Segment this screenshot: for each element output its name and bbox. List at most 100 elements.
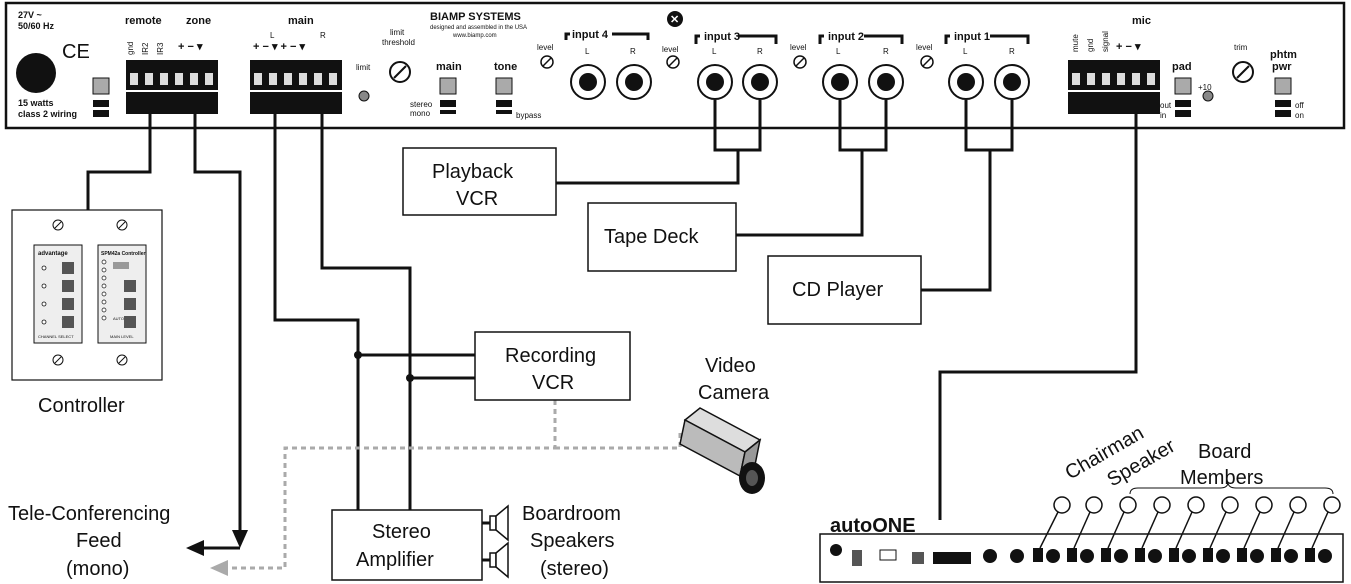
svg-text:trim: trim (1234, 43, 1248, 52)
svg-text:limit: limit (356, 63, 371, 72)
svg-text:+10: +10 (1198, 83, 1212, 92)
main-output-terminal[interactable] (250, 60, 342, 90)
switch[interactable] (93, 110, 109, 117)
svg-text:limit: limit (390, 28, 405, 37)
svg-text:on: on (1295, 111, 1304, 120)
video-camera-label: Video (705, 355, 756, 377)
pad-button[interactable] (1174, 77, 1192, 95)
main-label: main (288, 15, 314, 27)
svg-text:Feed: Feed (76, 530, 122, 552)
recording-vcr: Recording VCR (474, 331, 631, 401)
freq-label: 50/60 Hz (18, 21, 55, 31)
switch[interactable] (93, 100, 109, 107)
svg-text:level: level (662, 45, 679, 54)
svg-text:R: R (757, 47, 763, 56)
svg-text:in: in (1160, 111, 1166, 120)
brand-label: BIAMP SYSTEMS (430, 11, 521, 23)
svg-text:mic: mic (1132, 15, 1151, 27)
biamp-rear-panel: 27V ~ 50/60 Hz CE 15 watts class 2 wirin… (4, 1, 1346, 130)
svg-text:level: level (916, 43, 933, 52)
svg-text:input 1: input 1 (954, 31, 990, 43)
phantom-power-button[interactable] (1274, 77, 1292, 95)
svg-text:CHANNEL SELECT: CHANNEL SELECT (38, 334, 74, 339)
boardroom-speakers-icon (482, 504, 509, 579)
svg-text:Tape Deck: Tape Deck (604, 226, 699, 248)
svg-text:bypass: bypass (516, 111, 541, 120)
svg-text:level: level (537, 43, 554, 52)
svg-text:pad: pad (1172, 61, 1192, 73)
autoone-unit (819, 533, 1344, 583)
svg-text:Speakers: Speakers (530, 530, 615, 552)
main-mode-button[interactable] (439, 77, 457, 95)
svg-text:input 2: input 2 (828, 31, 864, 43)
svg-text:R: R (320, 31, 326, 40)
ir3-label: IR3 (156, 42, 165, 55)
svg-text:out: out (1160, 101, 1172, 110)
ce-mark: CE (62, 41, 90, 63)
tone-button[interactable] (495, 77, 513, 95)
ground-button[interactable] (92, 77, 110, 95)
watts-label: 15 watts (18, 98, 54, 108)
svg-text:SPM42a Controller: SPM42a Controller (101, 251, 146, 257)
wiring (86, 100, 1138, 576)
svg-text:main: main (436, 61, 462, 73)
svg-text:+ − ▾: + − ▾ (1116, 41, 1141, 53)
svg-text:Recording: Recording (505, 345, 596, 367)
svg-text:signal: signal (1101, 31, 1110, 52)
zone-label: zone (186, 15, 211, 27)
svg-text:CD Player: CD Player (792, 279, 883, 301)
svg-text:tone: tone (494, 61, 517, 73)
svg-text:pwr: pwr (1272, 61, 1292, 73)
svg-text:mono: mono (410, 109, 431, 118)
svg-text:(mono): (mono) (66, 558, 129, 580)
svg-text:L: L (585, 47, 590, 56)
wiring-label: class 2 wiring (18, 109, 77, 119)
svg-text:L: L (712, 47, 717, 56)
board-members-brace (1129, 481, 1334, 495)
cd-player: CD Player (767, 255, 922, 325)
remote-zone-terminal[interactable] (126, 60, 218, 90)
mic-input-terminal[interactable] (1068, 60, 1160, 90)
svg-text:R: R (1009, 47, 1015, 56)
microphones (1039, 496, 1341, 549)
tape-deck: Tape Deck (587, 202, 737, 272)
svg-text:AUTO: AUTO (113, 316, 124, 321)
close-icon (667, 11, 683, 27)
svg-text:phtm: phtm (1270, 49, 1297, 61)
speakers-label: Boardroom (522, 503, 621, 525)
svg-text:threshold: threshold (382, 38, 415, 47)
svg-text:MAIN LEVEL: MAIN LEVEL (110, 334, 134, 339)
remote-label: remote (125, 15, 162, 27)
svg-text:Members: Members (1180, 467, 1263, 489)
limit-led (358, 90, 370, 102)
svg-text:L: L (963, 47, 968, 56)
svg-text:designed and assembled in the: designed and assembled in the USA (430, 25, 527, 31)
svg-text:Camera: Camera (698, 382, 770, 404)
svg-text:VCR: VCR (532, 372, 574, 394)
video-camera-icon (679, 407, 765, 494)
svg-text:Playback: Playback (432, 161, 514, 183)
svg-text:advantage: advantage (38, 251, 68, 257)
svg-text:mute: mute (1071, 34, 1080, 52)
svg-text:R: R (630, 47, 636, 56)
svg-text:VCR: VCR (456, 188, 498, 210)
svg-text:Amplifier: Amplifier (356, 549, 434, 571)
stereo-amplifier: Stereo Amplifier (331, 509, 483, 581)
svg-text:R: R (883, 47, 889, 56)
svg-text:input 3: input 3 (704, 31, 740, 43)
svg-text:Stereo: Stereo (372, 521, 431, 543)
controller-label: Controller (38, 395, 125, 417)
board-members-label: Board (1198, 441, 1251, 463)
gnd-label: gnd (126, 42, 135, 55)
svg-text:www.biamp.com: www.biamp.com (452, 33, 497, 39)
svg-text:off: off (1295, 101, 1305, 110)
power-jack (16, 53, 56, 93)
svg-text:L: L (270, 31, 275, 40)
controller-wallplate: advantage SPM42a Controller CHANNEL SELE… (11, 209, 163, 381)
power-label: 27V ~ (18, 10, 42, 20)
tele-conferencing-label: Tele-Conferencing (8, 503, 170, 525)
svg-text:input 4: input 4 (572, 29, 609, 41)
svg-text:L: L (836, 47, 841, 56)
signal-led (1202, 90, 1214, 102)
